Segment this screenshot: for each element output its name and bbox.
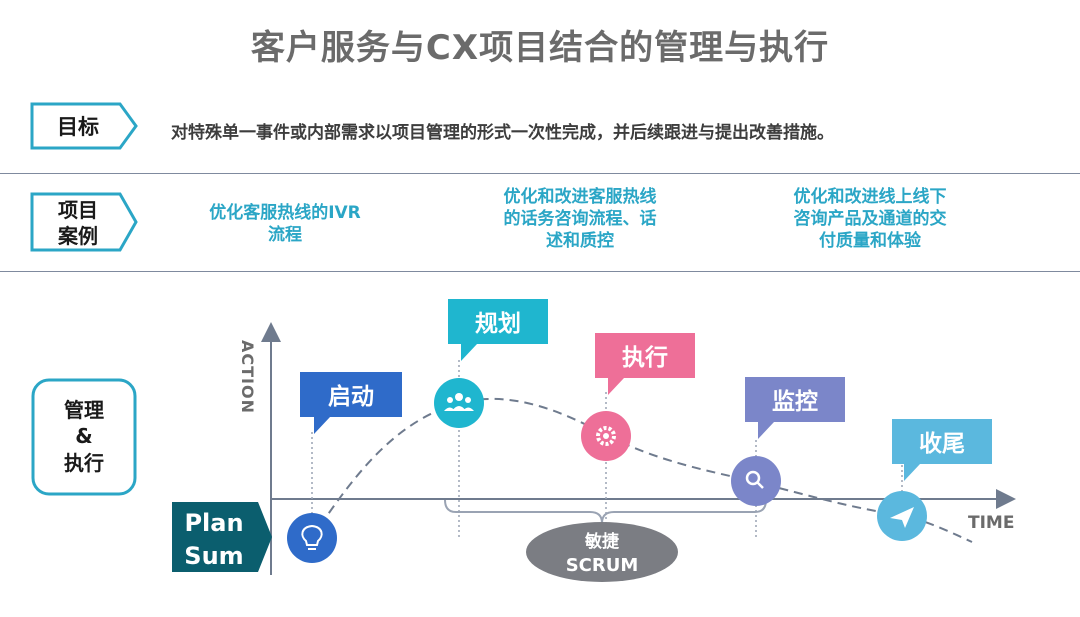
case-item-delivery-line2: 咨询产品及通道的交 [793, 209, 947, 229]
stage-plan-label: 规划 [475, 311, 521, 337]
lifecycle-curve [311, 397, 973, 543]
scrum-badge: 敏捷 SCRUM [526, 522, 678, 582]
stage-start: 启动 [287, 372, 402, 563]
paper-plane-icon [890, 507, 914, 528]
management-line3: 执行 [64, 451, 104, 475]
management-line2: & [75, 424, 92, 448]
lightbulb-icon [301, 524, 323, 550]
gear-icon [596, 426, 616, 446]
plan-sum-badge: Plan Sum [172, 502, 272, 572]
case-item-ivr: 优化客服热线的IVR 流程 [180, 202, 390, 246]
goal-label: 目标 [57, 115, 99, 139]
case-label-box: 项目 案例 [30, 192, 138, 252]
case-item-hotline-line1: 优化和改进客服热线 [503, 187, 657, 207]
plan-sum-line1: Plan [184, 509, 243, 537]
plan-sum-line2: Sum [184, 542, 243, 570]
case-item-delivery-line1: 优化和改进线上线下 [793, 187, 947, 207]
case-item-delivery-line3: 付质量和体验 [819, 231, 921, 251]
case-label-line1: 项目 [58, 198, 98, 222]
goal-description: 对特殊单一事件或内部需求以项目管理的形式一次性完成，并后续跟进与提出改善措施。 [171, 123, 834, 143]
case-item-ivr-line2: 流程 [268, 225, 302, 245]
case-label-line2: 案例 [57, 224, 98, 248]
stage-close: 收尾 [877, 419, 992, 541]
management-line1: 管理 [64, 398, 104, 422]
stage-execute: 执行 [581, 333, 695, 461]
stage-execute-label: 执行 [622, 344, 668, 371]
stage-close-label: 收尾 [919, 430, 965, 457]
stage-plan: 规划 [434, 299, 548, 428]
x-axis-label: TIME [968, 513, 1014, 533]
scrum-line2: SCRUM [566, 555, 639, 576]
divider-top [0, 173, 1080, 174]
page-title: 客户服务与CX项目结合的管理与执行 [250, 28, 830, 68]
case-item-ivr-line1: 优化客服热线的IVR [209, 203, 361, 223]
case-item-hotline-line2: 的话务咨询流程、话 [503, 209, 657, 229]
scrum-line1: 敏捷 [584, 531, 620, 552]
management-box: 管理 & 执行 [31, 378, 137, 496]
goal-label-box: 目标 [30, 102, 138, 150]
divider-bottom [0, 271, 1080, 272]
search-icon [745, 470, 764, 489]
stage-monitor-label: 监控 [772, 388, 818, 415]
stage-monitor: 监控 [731, 377, 845, 506]
case-item-hotline-line3: 述和质控 [546, 231, 614, 251]
case-item-delivery: 优化和改进线上线下 咨询产品及通道的交 付质量和体验 [760, 186, 980, 252]
stage-start-label: 启动 [328, 383, 374, 410]
y-axis-label: ACTION [238, 340, 257, 414]
case-item-hotline: 优化和改进客服热线 的话务咨询流程、话 述和质控 [470, 186, 690, 252]
people-icon [444, 393, 474, 411]
